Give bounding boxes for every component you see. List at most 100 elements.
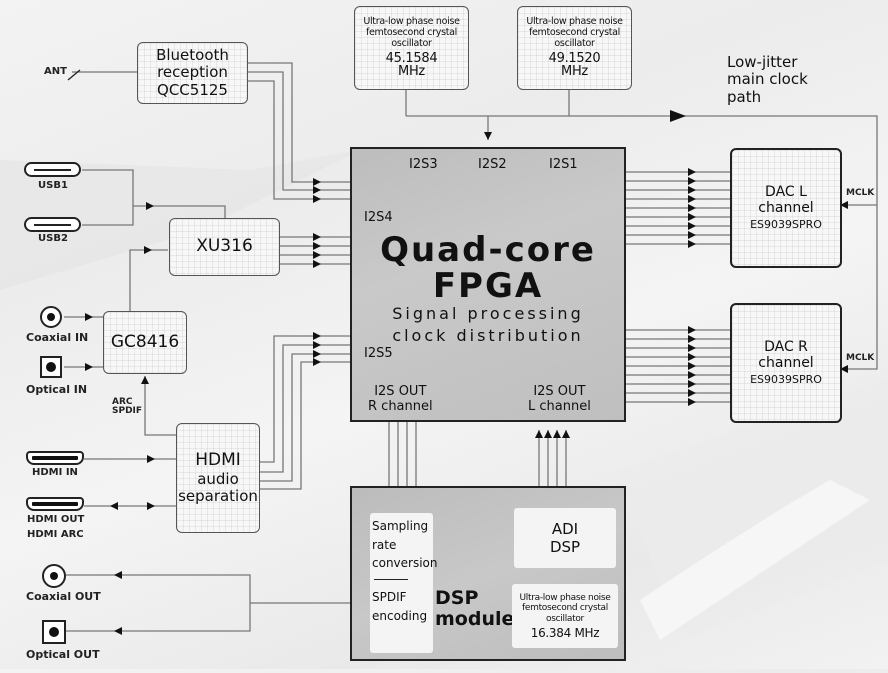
dsp-module-title-line2: module [435, 607, 515, 630]
dac-bus-arrow [688, 168, 696, 176]
dsp-module-block: Sampling rate conversion SPDIF encoding … [350, 486, 626, 661]
dac-bus-arrow [688, 326, 696, 334]
dac-l-subtitle: channel [758, 200, 814, 217]
coaxial-in-label: Coaxial IN [26, 331, 89, 344]
hdmi-separation-block: HDMI audio separation [176, 423, 260, 533]
dac-l-block: DAC L channel ES9039SPRO [730, 148, 842, 268]
osc1-unit: MHz [398, 64, 425, 80]
coaxial-out-label: Coaxial OUT [26, 590, 101, 603]
dac-bus-arrow [688, 222, 696, 230]
dsp-label: DSP [549, 538, 581, 556]
dac-bus-arrow [688, 344, 696, 352]
hdmi-in-label: HDMI IN [32, 467, 78, 478]
hdmi-line3: separation [178, 486, 258, 505]
hdmi-line2: audio [197, 469, 239, 488]
hdmi-out-text: HDMI OUT [27, 514, 85, 525]
optical-out-label: Optical OUT [26, 648, 100, 661]
dac-bus-arrow [688, 213, 696, 221]
dac-bus-arrow [688, 353, 696, 361]
i2s2-port-label: I2S2 [478, 157, 507, 172]
hdmi-out-icon [26, 497, 84, 511]
usb2-port-icon [24, 217, 81, 232]
mclk-l-label: MCLK [846, 188, 875, 198]
i2s-out-l-label: I2S OUT L channel [528, 384, 591, 415]
clock-path-line3: path [727, 87, 762, 106]
dac-bus-arrow [688, 177, 696, 185]
osc3-desc-line3: oscillator [546, 614, 584, 625]
gc8416-label: GC8416 [110, 331, 180, 352]
dac-l-title: DAC L [765, 184, 807, 201]
i2s-out-r-line2: R channel [368, 398, 433, 414]
i2s5-port-label: I2S5 [364, 346, 393, 361]
dac-bus-arrow [688, 362, 696, 370]
osc2-unit: MHz [561, 64, 588, 80]
optical-out-icon [42, 620, 66, 644]
dac-bus-arrow [688, 240, 696, 248]
mclk-r-label: MCLK [846, 353, 875, 363]
src-divider [374, 578, 408, 581]
dac-bus-arrow [688, 204, 696, 212]
osc2-frequency: 49.1520 [548, 50, 601, 66]
dac-l-chip: ES9039SPRO [750, 218, 822, 232]
osc1-desc-line1: Ultra-low phase noise [363, 15, 460, 27]
src-line2: rate [372, 537, 397, 552]
i2s-out-l-line2: L channel [528, 398, 591, 414]
gc8416-block: GC8416 [103, 311, 187, 374]
adi-dsp-block: ADI DSP [514, 508, 616, 568]
optical-in-label: Optical IN [26, 383, 88, 396]
clock-path-line1: Low-jitter [727, 53, 798, 71]
usb1-label: USB1 [38, 180, 68, 191]
dac-bus-arrow [688, 335, 696, 343]
dsp-module-title: DSP module [435, 588, 514, 630]
src-line1: Sampling [372, 519, 429, 533]
spdif-label: SPDIF [112, 406, 143, 417]
arc-spdif-label: ARC SPDIF [112, 397, 143, 417]
bluetooth-subtitle: reception [157, 63, 228, 82]
hdmi-arc-text: HDMI ARC [27, 529, 84, 540]
spdif-line2: encoding [372, 608, 428, 623]
usb1-port-icon [24, 162, 81, 177]
osc1-frequency: 45.1584 [385, 50, 438, 66]
dac-bus-arrow [688, 389, 696, 397]
osc2-desc-line3: oscillator [554, 37, 595, 49]
oscillator-49-block: Ultra-low phase noise femtosecond crysta… [517, 6, 632, 90]
dac-bus-arrow [688, 231, 696, 239]
usb2-label: USB2 [38, 233, 68, 244]
osc2-desc-line1: Ultra-low phase noise [526, 15, 623, 27]
i2s-out-l-line1: I2S OUT [533, 384, 586, 399]
i2s4-port-label: I2S4 [364, 210, 393, 225]
src-spdif-block: Sampling rate conversion SPDIF encoding [370, 513, 438, 653]
dac-bus-arrow [688, 380, 696, 388]
xu316-block: XU316 [169, 218, 280, 276]
arc-label: ARC [112, 397, 133, 407]
i2s-out-r-label: I2S OUT R channel [368, 384, 433, 415]
adi-label: ADI [551, 520, 579, 538]
src-line3: conversion [372, 556, 438, 571]
i2s-out-r-line1: I2S OUT [374, 384, 427, 399]
hdmi-title: HDMI [195, 449, 241, 470]
dac-bus-arrow [688, 371, 696, 379]
dac-bus-arrow [688, 195, 696, 203]
dac-r-chip: ES9039SPRO [750, 373, 822, 387]
osc3-desc-line1: Ultra-low phase noise [519, 592, 611, 603]
oscillator-45-block: Ultra-low phase noise femtosecond crysta… [354, 6, 469, 90]
i2s3-port-label: I2S3 [409, 157, 438, 172]
coaxial-in-icon [40, 306, 62, 328]
clock-path-line2: main clock [727, 70, 808, 89]
dac-r-subtitle: channel [758, 355, 814, 372]
fpga-title-line2: FPGA [432, 266, 544, 306]
coaxial-out-icon [42, 564, 66, 588]
spdif-line1: SPDIF [372, 590, 407, 605]
xu316-label: XU316 [196, 236, 253, 257]
osc3-desc-line2: femtosecond crystal [522, 603, 608, 614]
clock-path-label: Low-jitter main clock path [727, 53, 808, 106]
dac-r-title: DAC R [764, 339, 808, 356]
oscillator-16-block: Ultra-low phase noise femtosecond crysta… [512, 584, 618, 648]
osc1-desc-line3: oscillator [391, 37, 432, 49]
bluetooth-block: Bluetooth reception QCC5125 [137, 42, 248, 104]
osc2-desc-line2: femtosecond crystal [528, 26, 621, 38]
dac-bus-arrow [688, 186, 696, 194]
bluetooth-chip: QCC5125 [157, 80, 228, 99]
fpga-block: I2S3 I2S2 I2S1 I2S4 Quad-core FPGA Signa… [350, 147, 626, 422]
dsp-module-title-line1: DSP [435, 587, 479, 609]
